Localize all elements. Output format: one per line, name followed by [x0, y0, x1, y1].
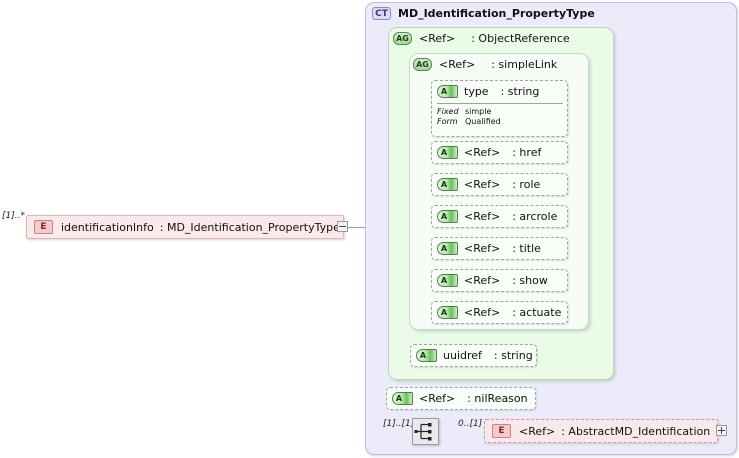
property-row-form: Form Qualified — [437, 117, 501, 127]
child-element-cardinality: 0..[1] — [458, 419, 483, 429]
attribute-badge-icon: A — [437, 85, 458, 98]
child-element-name: <Ref> — [519, 424, 556, 438]
attribute-name-arcrole: <Ref> — [464, 210, 501, 223]
attribute-type-role: : role — [512, 178, 541, 191]
attribute-row-href[interactable]: A <Ref> : href — [431, 141, 568, 164]
attribute-type-type: : string — [500, 85, 540, 98]
attribute-group-badge-icon: AG — [393, 32, 412, 45]
attribute-name-title: <Ref> — [464, 242, 501, 255]
root-element-cardinality: [1]..* — [2, 211, 25, 221]
attribute-group-simplelink-type: : simpleLink — [491, 58, 558, 71]
attribute-group-objectreference-header: AG <Ref> : ObjectReference — [393, 32, 570, 45]
attribute-row-uuidref[interactable]: A uuidref : string — [410, 344, 537, 367]
attribute-badge-icon: A — [437, 146, 458, 159]
attribute-name-type: type — [464, 85, 489, 98]
property-value-form: Qualified — [465, 117, 501, 126]
attribute-row-role[interactable]: A <Ref> : role — [431, 173, 568, 196]
property-row-fixed: Fixed simple — [437, 107, 501, 117]
attribute-badge-icon: A — [437, 210, 458, 223]
attribute-row-show[interactable]: A <Ref> : show — [431, 269, 568, 292]
attribute-type-title: : title — [512, 242, 541, 255]
attribute-row-arcrole[interactable]: A <Ref> : arcrole — [431, 205, 568, 228]
element-badge-icon: E — [492, 424, 511, 438]
attribute-type-uuidref: : string — [493, 349, 533, 362]
element-badge-icon: E — [34, 220, 53, 234]
attribute-type-separator — [437, 103, 563, 104]
property-key-fixed: Fixed — [437, 107, 459, 116]
attribute-name-uuidref: uuidref — [443, 349, 482, 362]
connector-root-to-type — [348, 227, 376, 228]
attribute-type-arcrole: : arcrole — [512, 210, 558, 223]
root-element-identificationinfo[interactable]: E identificationInfo : MD_Identification… — [26, 215, 344, 239]
property-value-fixed: simple — [465, 107, 492, 116]
attribute-type-actuate: : actuate — [512, 306, 562, 319]
attribute-badge-icon: A — [437, 306, 458, 319]
attribute-name-actuate: <Ref> — [464, 306, 501, 319]
root-element-type: : MD_Identification_PropertyType — [159, 220, 340, 234]
attribute-group-badge-icon: AG — [413, 58, 432, 71]
sequence-cardinality: [1]..[1] — [383, 419, 415, 429]
attribute-row-title[interactable]: A <Ref> : title — [431, 237, 568, 260]
attribute-name-show: <Ref> — [464, 274, 501, 287]
attribute-badge-icon: A — [392, 392, 413, 405]
attribute-badge-icon: A — [437, 274, 458, 287]
attribute-type-href: : href — [512, 146, 542, 159]
attribute-group-simplelink-header: AG <Ref> : simpleLink — [413, 58, 557, 71]
attribute-group-objectreference-name: <Ref> — [419, 32, 456, 45]
complex-type-header: CT MD_Identification_PropertyType — [372, 7, 595, 20]
attribute-row-nilreason[interactable]: A <Ref> : nilReason — [386, 387, 536, 410]
attribute-type-properties: Fixed simple Form Qualified — [437, 107, 501, 127]
attribute-group-objectreference-type: : ObjectReference — [471, 32, 570, 45]
complex-type-name: MD_Identification_PropertyType — [398, 7, 595, 20]
attribute-type-nilreason: : nilReason — [467, 392, 528, 405]
attribute-type-show: : show — [512, 274, 548, 287]
sequence-icon[interactable] — [412, 418, 439, 445]
attribute-row-actuate[interactable]: A <Ref> : actuate — [431, 301, 568, 324]
attribute-name-role: <Ref> — [464, 178, 501, 191]
root-element-name: identificationInfo — [61, 220, 154, 234]
attribute-name-href: <Ref> — [464, 146, 501, 159]
property-key-form: Form — [437, 117, 458, 126]
attribute-badge-icon: A — [437, 178, 458, 191]
attribute-name-nilreason: <Ref> — [419, 392, 456, 405]
attribute-row-type[interactable]: A type : string — [431, 80, 568, 137]
root-element-collapse-toggle[interactable] — [337, 221, 348, 232]
child-element-type: : AbstractMD_Identification — [561, 424, 711, 438]
attribute-badge-icon: A — [416, 349, 437, 362]
attribute-badge-icon: A — [437, 242, 458, 255]
attribute-group-simplelink-name: <Ref> — [439, 58, 476, 71]
child-element-expand-toggle[interactable] — [716, 425, 727, 436]
child-element-abstractmd-identification[interactable]: E <Ref> : AbstractMD_Identification — [484, 419, 718, 443]
complex-type-badge-icon: CT — [372, 7, 391, 20]
